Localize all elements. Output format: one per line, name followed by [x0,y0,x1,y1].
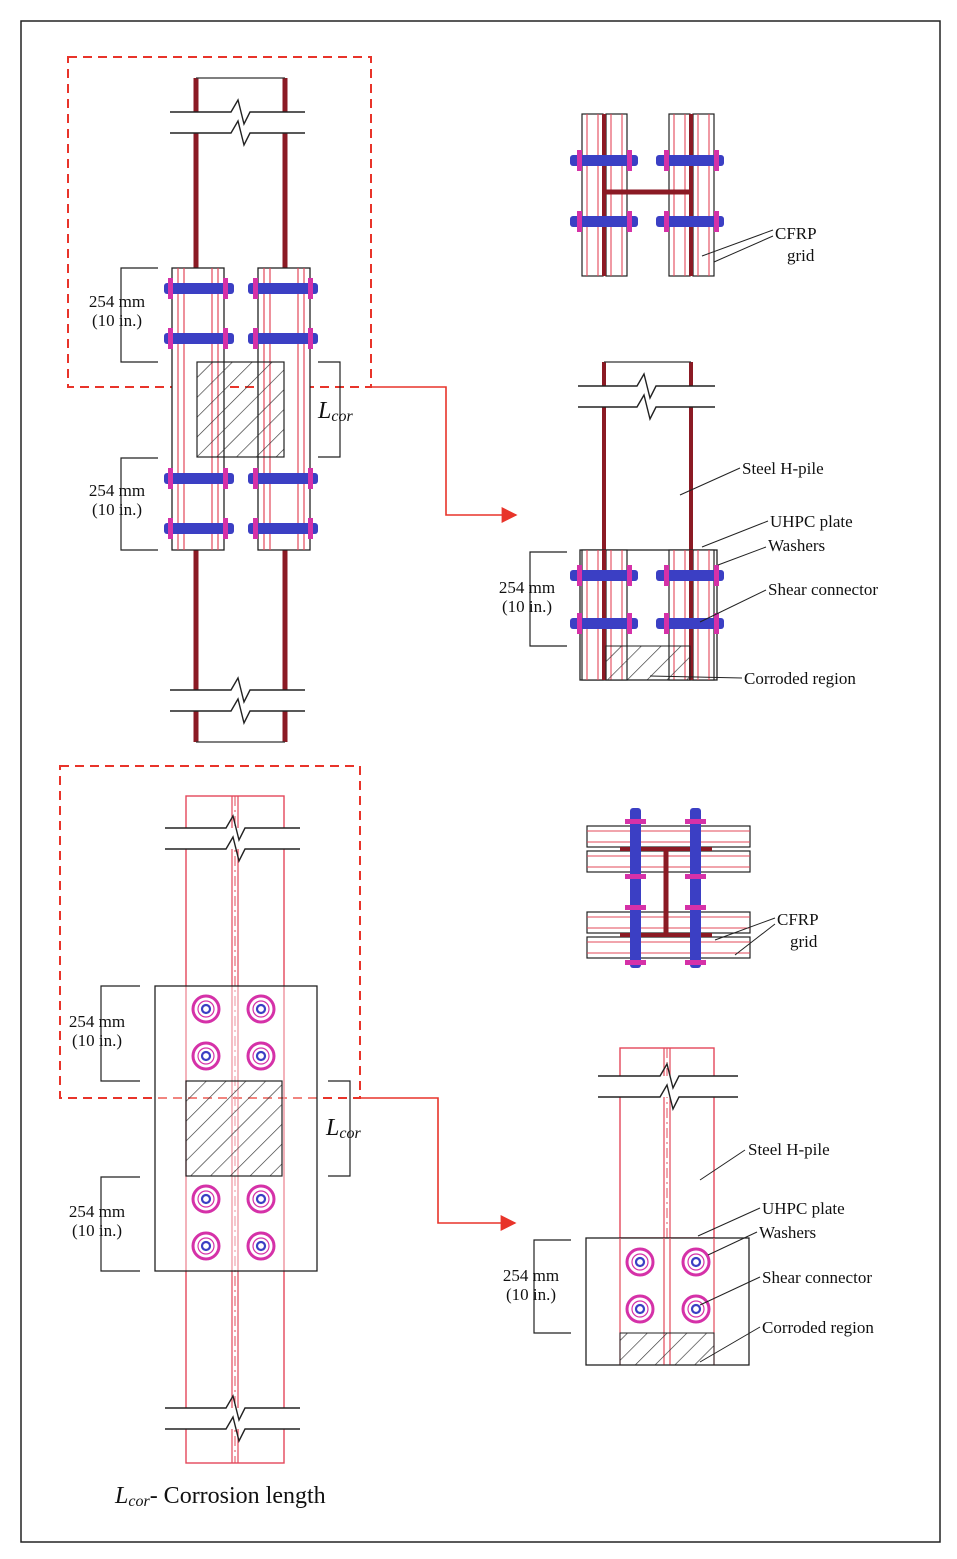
dim-label-detail-bottom-a: 254 mm [503,1266,559,1285]
dim-label-top-1a: 254 mm [89,292,145,311]
callout-arrow-bottom [360,1097,517,1231]
uhpc-plate-label-bottom: UHPC plate [762,1199,845,1218]
cfrp-label-bottom-b: grid [790,932,818,951]
dim-label-bottom-1a: 254 mm [69,1012,125,1031]
dim-label-top-2b: (10 in.) [92,500,142,519]
top-cross-section: CFRP grid [570,113,817,277]
top-detail: 254 mm (10 in.) Steel H-pile UHPC plate … [499,361,878,688]
steel-h-pile-label-bottom: Steel H-pile [748,1140,830,1159]
figure-caption: Lcor- Corrosion length [114,1483,326,1510]
washers-label-top: Washers [768,536,825,555]
top-elevation: 254 mm (10 in.) 254 mm (10 in.) Lcor [67,56,518,743]
steel-h-pile-label-top: Steel H-pile [742,459,824,478]
break-line-top [170,98,305,148]
corroded-region-top [196,361,285,458]
dim-label-bottom-2b: (10 in.) [72,1221,122,1240]
washers-label-bottom: Washers [759,1223,816,1242]
dim-label-top-1b: (10 in.) [92,311,142,330]
callout-arrow-top [371,386,518,523]
bottom-detail: 254 mm (10 in.) Steel H-pile UHPC plate … [503,1047,874,1366]
cfrp-label-top-a: CFRP [775,224,817,243]
lcor-label-top: Lcor [317,398,353,425]
uhpc-plate-label-top: UHPC plate [770,512,853,531]
shear-connector-label-bottom: Shear connector [762,1268,872,1287]
washer-rings-bottom [191,994,276,1261]
cfrp-label-bottom-a: CFRP [777,910,819,929]
dim-label-bottom-1b: (10 in.) [72,1031,122,1050]
dim-label-detail-top-a: 254 mm [499,578,555,597]
break-line-bottom [170,676,305,726]
dim-label-detail-bottom-b: (10 in.) [506,1285,556,1304]
lcor-label-bottom: Lcor [325,1115,361,1142]
dim-label-bottom-2a: 254 mm [69,1202,125,1221]
bottom-elevation: 254 mm (10 in.) 254 mm (10 in.) Lcor [59,765,517,1464]
shear-connectors-top [164,278,318,539]
figure-border [20,20,941,1543]
shear-connector-label-top: Shear connector [768,580,878,599]
bottom-cross-section: CFRP grid [586,808,819,968]
corroded-region-label-bottom: Corroded region [762,1318,874,1337]
dim-label-detail-top-b: (10 in.) [502,597,552,616]
corroded-region-label-top: Corroded region [744,669,856,688]
cfrp-label-top-b: grid [787,246,815,265]
dim-label-top-2a: 254 mm [89,481,145,500]
